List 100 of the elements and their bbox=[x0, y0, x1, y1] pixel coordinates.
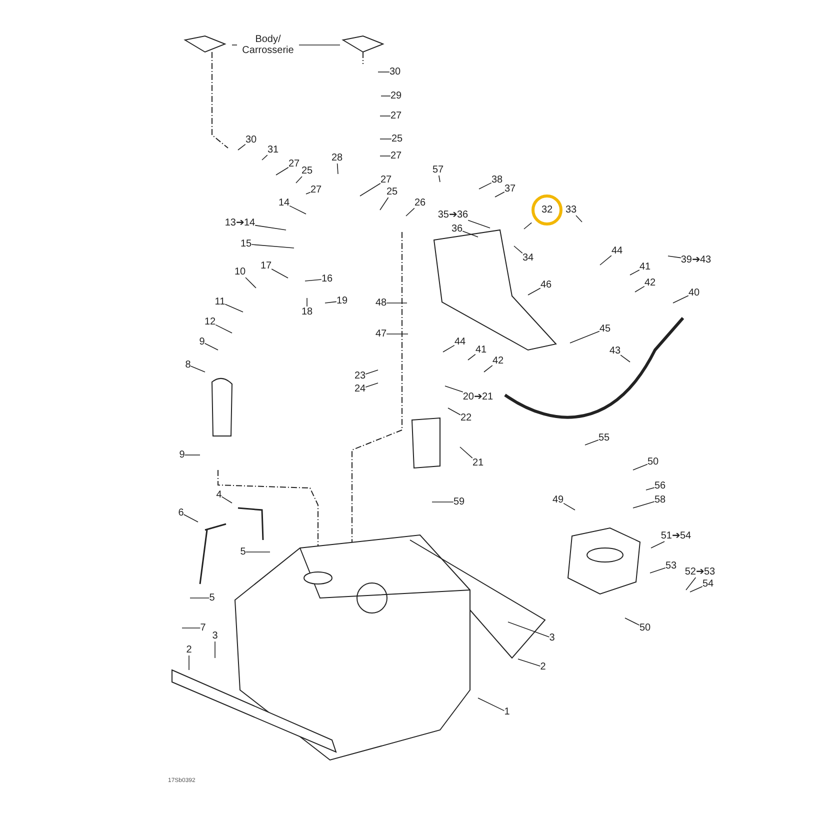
callout-number: 49 bbox=[552, 494, 564, 506]
leader-line bbox=[215, 324, 232, 334]
callout-number: 50 bbox=[639, 622, 651, 634]
callout-number: 21 bbox=[472, 458, 484, 468]
callout-number: 2 bbox=[186, 644, 192, 656]
leader-line bbox=[620, 354, 630, 362]
leader-line bbox=[468, 220, 490, 228]
callout-number: 45 bbox=[599, 324, 611, 334]
leader-line bbox=[632, 501, 655, 508]
part-label: Body/ Carrosserie bbox=[237, 34, 299, 56]
callout-number: 9 bbox=[199, 336, 205, 348]
leader-line bbox=[365, 382, 378, 388]
leader-line bbox=[468, 354, 476, 360]
callout-number: 46 bbox=[540, 280, 552, 290]
callout-number: 25 bbox=[301, 166, 313, 176]
leader-line bbox=[478, 698, 505, 712]
callout-number: 15 bbox=[240, 238, 252, 250]
callout-number: 41 bbox=[639, 262, 651, 272]
leader-line bbox=[646, 487, 655, 490]
leader-line bbox=[324, 301, 337, 304]
callout-number: 40 bbox=[688, 288, 700, 298]
callout-number: 10 bbox=[234, 266, 246, 278]
callout-number: 24 bbox=[354, 384, 366, 394]
leader-line bbox=[386, 302, 408, 304]
callout-number: 41 bbox=[475, 344, 487, 356]
callout-number: 52➔53 bbox=[684, 566, 716, 578]
leader-line bbox=[188, 655, 190, 670]
leader-line bbox=[686, 577, 696, 590]
callout-number: 11 bbox=[214, 296, 226, 308]
callout-number: 26 bbox=[414, 198, 426, 208]
leader-line bbox=[634, 286, 645, 292]
leader-line bbox=[650, 568, 666, 574]
leader-line bbox=[365, 370, 378, 374]
callout-number: 29 bbox=[390, 90, 402, 102]
leader-line bbox=[442, 344, 455, 352]
leader-line bbox=[183, 514, 198, 522]
leader-line bbox=[690, 586, 703, 592]
leader-line bbox=[570, 330, 600, 344]
leader-line bbox=[271, 268, 288, 278]
callout-number: 8 bbox=[185, 360, 191, 370]
callout-number: 42 bbox=[492, 356, 504, 366]
callout-number: 27 bbox=[288, 158, 300, 170]
leader-line bbox=[668, 256, 682, 258]
callout-number: 12 bbox=[204, 316, 216, 328]
leader-line bbox=[276, 167, 289, 176]
callout-number: 17 bbox=[260, 260, 272, 272]
callout-number: 14 bbox=[278, 198, 290, 208]
leader-line bbox=[406, 208, 415, 216]
callout-number: 4 bbox=[216, 490, 222, 500]
callout-number: 50 bbox=[647, 456, 659, 468]
callout-number: 31 bbox=[267, 144, 279, 156]
callout-number: 59 bbox=[453, 496, 465, 508]
leader-line bbox=[584, 440, 599, 446]
callout-number: 47 bbox=[375, 328, 387, 340]
leader-line bbox=[380, 197, 389, 210]
callout-number: 33 bbox=[565, 204, 577, 216]
callout-number: 3 bbox=[212, 630, 218, 642]
leader-line bbox=[650, 541, 665, 548]
leader-line bbox=[251, 244, 294, 248]
callout-number: 32 bbox=[541, 204, 553, 216]
leader-line bbox=[254, 224, 286, 230]
callout-number: 9 bbox=[179, 450, 185, 460]
callout-number: 30 bbox=[389, 66, 401, 78]
callout-number: 54 bbox=[702, 578, 714, 590]
leader-line bbox=[204, 343, 218, 350]
callout-number: 57 bbox=[432, 164, 444, 176]
callout-number: 35➔36 bbox=[438, 210, 468, 220]
callout-number: 16 bbox=[321, 274, 333, 284]
leader-line bbox=[296, 176, 302, 184]
leader-line bbox=[289, 205, 306, 214]
callout-number: 18 bbox=[301, 306, 313, 318]
callout-number: 39➔43 bbox=[680, 254, 712, 266]
leader-line bbox=[438, 175, 440, 182]
leader-line bbox=[460, 446, 473, 458]
callout-number: 2 bbox=[540, 662, 546, 672]
callout-number: 56 bbox=[654, 480, 666, 492]
leader-line bbox=[514, 246, 523, 254]
callout-number: 3 bbox=[549, 632, 555, 644]
leader-line bbox=[304, 279, 322, 282]
callout-number: 25 bbox=[391, 134, 403, 144]
leader-line bbox=[630, 270, 640, 276]
callout-number: 5 bbox=[240, 546, 246, 558]
callout-number: 44 bbox=[611, 246, 623, 256]
callout-number: 38 bbox=[491, 174, 503, 186]
leader-line bbox=[528, 288, 541, 296]
callout-number: 27 bbox=[390, 150, 402, 162]
leader-line bbox=[563, 502, 576, 510]
callout-number: 37 bbox=[504, 184, 516, 194]
callout-number: 6 bbox=[178, 508, 184, 518]
leader-line bbox=[600, 255, 612, 266]
callout-number: 20➔21 bbox=[462, 392, 494, 402]
leader-line bbox=[306, 298, 308, 307]
leader-line bbox=[232, 44, 238, 46]
callout-number: 42 bbox=[644, 278, 656, 288]
leader-line bbox=[184, 454, 200, 456]
callout-number: 22 bbox=[460, 412, 472, 424]
callout-number: 51➔54 bbox=[660, 530, 692, 542]
leader-line bbox=[484, 365, 493, 372]
leader-line bbox=[672, 295, 689, 304]
leader-line bbox=[448, 408, 461, 416]
